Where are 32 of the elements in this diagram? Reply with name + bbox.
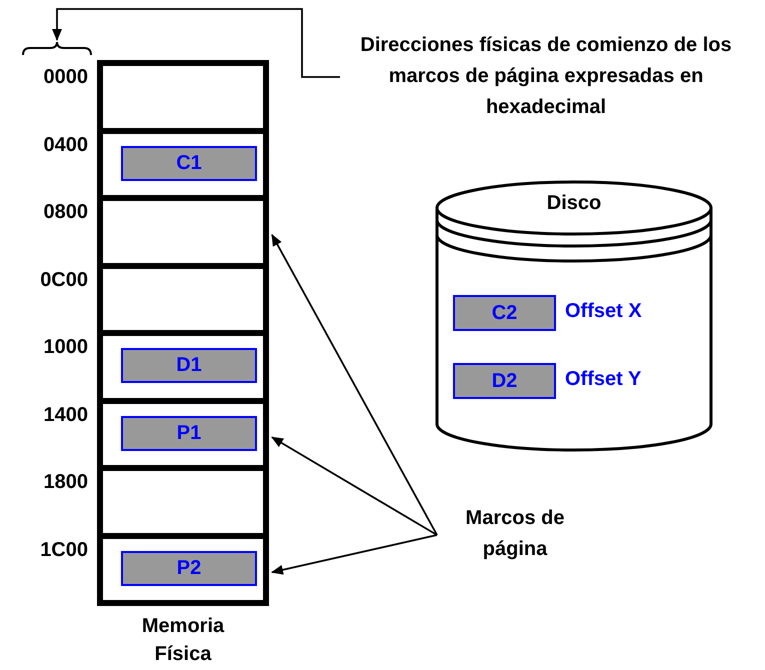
arrow: [271, 436, 438, 536]
memory-frame: [97, 60, 269, 134]
address-label: 1000: [42, 335, 88, 360]
address-label: 1800: [42, 470, 88, 495]
offset-label: Offset Y: [565, 367, 642, 392]
note-text: Direcciones físicas de comienzo de los marcos de página expresadas en hexadecimal: [359, 33, 733, 120]
page-label: C2: [453, 295, 556, 331]
disk-label: Disco: [546, 191, 602, 216]
memory-frame: [97, 471, 269, 538]
leader-line: [52, 8, 340, 78]
address-label: 0800: [42, 200, 88, 225]
address-label: 0C00: [39, 268, 88, 292]
memory-frame: [97, 134, 269, 201]
offset-label: Offset X: [565, 299, 643, 324]
arrow: [271, 534, 438, 575]
page-label: P2: [121, 550, 257, 586]
page-label: D1: [121, 348, 257, 383]
page-label: P1: [121, 416, 257, 450]
address-label: 0400: [42, 132, 88, 158]
memory-frame: [97, 201, 269, 268]
address-label: 0000: [42, 65, 88, 90]
page-label: C1: [121, 146, 257, 180]
page-label: D2: [453, 363, 556, 399]
address-label: 1400: [42, 402, 88, 428]
memory-frame: [97, 336, 269, 404]
arrow: [271, 234, 438, 536]
memory-frame: [97, 538, 269, 606]
memory-frame: [97, 404, 269, 471]
address-label: 1C00: [39, 538, 88, 562]
note-text: Marcos de página: [464, 506, 566, 562]
memory-caption: Memoria Física: [140, 614, 226, 667]
memory-frame: [97, 268, 269, 336]
